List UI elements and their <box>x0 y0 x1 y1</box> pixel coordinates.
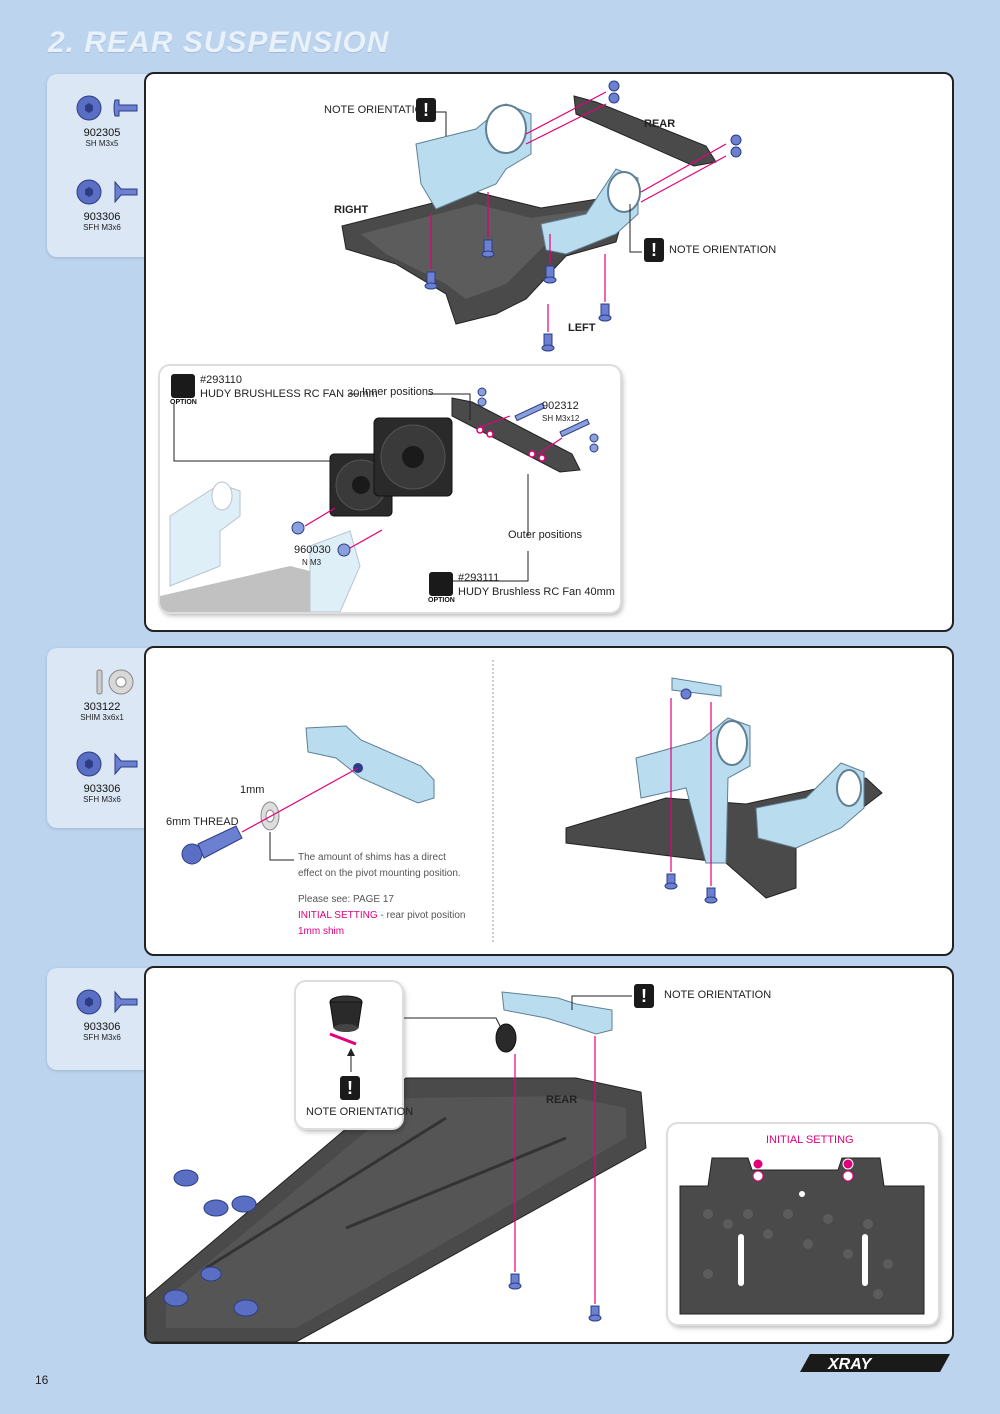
part-number: 303122 <box>83 701 121 713</box>
part-number: 903306 <box>83 1021 121 1033</box>
part-number: 903306 <box>83 783 121 795</box>
screw-902312-desc: SH M3x12 <box>542 414 580 423</box>
note-orientation-label: NOTE ORIENTATION <box>664 989 772 1001</box>
rear-pod-assembly-illustration <box>341 80 742 352</box>
right-label: RIGHT <box>334 204 369 216</box>
part-desc: SFH M3x6 <box>83 795 121 804</box>
screw-902312-number: 902312 <box>542 400 579 412</box>
page-reference: Please see: PAGE 17 <box>298 894 394 905</box>
step3-panel: ! NOTE ORIENTATION ! NOTE ORIENTATION RE… <box>144 966 954 1344</box>
note-orientation-label: NOTE ORIENTATION <box>324 104 432 116</box>
brand-logo: XRAY <box>800 1352 950 1374</box>
nut-960030-desc: N M3 <box>302 558 322 567</box>
fan-option-box: OPTION #293110 HUDY BRUSHLESS RC FAN 30m… <box>160 366 620 612</box>
outer-positions-label: Outer positions <box>508 529 582 541</box>
option-badge: OPTION <box>428 572 455 604</box>
initial-setting-label: INITIAL SETTING <box>766 1134 854 1146</box>
svg-text:XRAY: XRAY <box>827 1356 873 1373</box>
xray-logo-icon: XRAY <box>800 1354 950 1373</box>
note-orientation-label: NOTE ORIENTATION <box>669 244 777 256</box>
part-903306: 903306 SFH M3x6 <box>54 988 150 1042</box>
part-903306: 903306 SFH M3x6 <box>54 178 150 232</box>
shim-thickness-label: 1mm <box>240 784 265 796</box>
initial-setting-note: INITIAL SETTING - rear pivot position <box>298 910 466 921</box>
fan40-number: #293111 <box>458 572 500 584</box>
bushing-detail-box: ! NOTE ORIENTATION <box>296 982 413 1128</box>
parts-tab-step3: 903306 SFH M3x6 <box>47 968 157 1070</box>
exclamation-icon: ! <box>634 984 654 1008</box>
flat-head-screw-icon <box>76 989 138 1015</box>
part-303122: 303122 SHIM 3x6x1 <box>54 668 150 722</box>
exclamation-icon: ! <box>416 98 436 122</box>
part-desc: SFH M3x6 <box>83 1033 121 1042</box>
parts-tab-step2: 303122 SHIM 3x6x1 903306 SFH M3x6 <box>47 648 157 828</box>
fan40-name: HUDY Brushless RC Fan 40mm <box>458 586 615 598</box>
thumbs-up-icon <box>429 572 453 596</box>
nut-960030-number: 960030 <box>294 544 331 556</box>
bushing-detail-illustration <box>329 995 363 1072</box>
pivot-assembly-illustration <box>181 660 883 944</box>
shim-size-note: 1mm shim <box>298 926 345 937</box>
shim-note-line1: The amount of shims has a direct <box>298 852 446 863</box>
shim-washer-icon <box>96 669 134 695</box>
step2-panel: 6mm THREAD 1mm The amount of shims has a… <box>144 646 954 956</box>
rear-label: REAR <box>644 118 676 130</box>
part-desc: SHIM 3x6x1 <box>80 713 124 722</box>
part-902305: 902305 SH M3x5 <box>54 94 150 148</box>
part-number: 903306 <box>83 211 121 223</box>
part-desc: SFH M3x6 <box>83 223 121 232</box>
inner-positions-label: Inner positions <box>362 386 434 398</box>
note-orientation-label: NOTE ORIENTATION <box>306 1106 414 1118</box>
initial-setting-box: INITIAL SETTING <box>668 1124 938 1324</box>
part-number: 902305 <box>83 127 121 139</box>
part-desc: SH M3x5 <box>85 139 119 148</box>
flat-head-screw-icon <box>76 179 138 205</box>
exclamation-icon: ! <box>644 238 664 262</box>
page-number: 16 <box>35 1373 49 1387</box>
chassis-rear-illustration <box>146 991 647 1342</box>
button-head-screw-icon <box>76 95 138 121</box>
exclamation-icon: ! <box>340 1076 360 1100</box>
left-label: LEFT <box>568 322 596 334</box>
pivot-plate-setting-illustration <box>679 1157 925 1315</box>
option-badge: OPTION <box>170 374 197 406</box>
shim-note-line2: effect on the pivot mounting position. <box>298 868 461 879</box>
part-903306: 903306 SFH M3x6 <box>54 750 150 804</box>
rear-label: REAR <box>546 1094 578 1106</box>
fan-option-illustration <box>160 387 599 612</box>
page-title: 2. REAR SUSPENSION <box>48 26 390 59</box>
fan30-number: #293110 <box>200 374 243 386</box>
flat-head-screw-icon <box>76 751 138 777</box>
thumbs-up-icon <box>171 374 195 398</box>
step1-panel: NOTE ORIENTATION ! REAR RIGHT ! NOTE ORI… <box>144 72 954 632</box>
fan30-name: HUDY BRUSHLESS RC FAN 30mm <box>200 388 378 400</box>
parts-tab-step1: 902305 SH M3x5 903306 SFH M3x6 <box>47 74 157 257</box>
thread-label: 6mm THREAD <box>166 816 239 828</box>
